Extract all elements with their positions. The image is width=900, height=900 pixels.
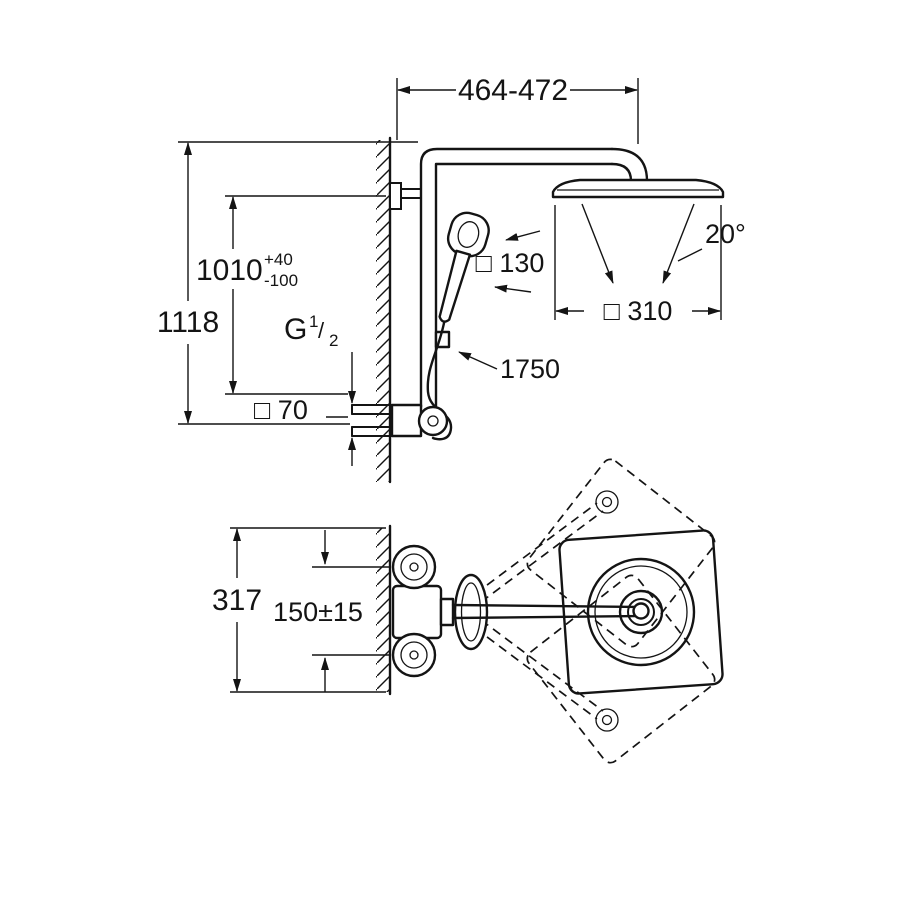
install-height-label: 1010 [196, 254, 263, 287]
angle-leader-line [677, 248, 703, 262]
swivel-angle-label: 20° [705, 219, 746, 249]
head-shower-side [551, 178, 725, 199]
wall-hatching [376, 140, 390, 482]
wall-hatching-plan [376, 528, 390, 692]
hose-length-label: 1750 [500, 354, 560, 384]
side-elevation-view: 464-472 1118 1010 +40 -100 G 1 / 2 [157, 74, 746, 484]
dim-escutcheon: □ 70 [254, 352, 356, 466]
swivel-joint-upper [595, 490, 619, 514]
dim-supply-distance: 150±15 [273, 530, 390, 692]
valve-handle-lower [391, 632, 437, 678]
head-shower-top [558, 529, 724, 695]
arm-escutcheon [453, 573, 489, 651]
rail-wall-bracket [389, 182, 422, 210]
supply-distance-label: 150±15 [273, 597, 363, 627]
tolerance-plus-label: +40 [264, 250, 293, 269]
hand-shower [438, 211, 490, 323]
shower-rail [419, 147, 649, 409]
head-shower-size-label: □ 310 [604, 296, 673, 326]
dim-total-height: 1118 [157, 141, 418, 425]
thermostat-valve [391, 544, 489, 678]
supply-elbow [390, 403, 423, 438]
wall-section-plan [376, 524, 392, 696]
thread-denominator-label: 2 [329, 331, 338, 350]
thread-g-label: G [284, 313, 307, 346]
swivel-range-dashed [474, 458, 716, 764]
thread-numerator-label: 1 [309, 312, 318, 331]
diverter-valve [417, 405, 449, 437]
wall-section-side [376, 136, 392, 484]
dim-head-shower: □ 310 [554, 205, 722, 326]
plan-view: 317 150±15 [212, 458, 724, 764]
width-range-label: 464-472 [458, 74, 568, 107]
supply-pipes [351, 404, 393, 437]
dim-install-height: 1010 +40 -100 [196, 195, 386, 395]
total-height-label: 1118 [157, 306, 219, 339]
dim-hose-length: 1750 [458, 351, 560, 384]
thread-label: G 1 / 2 [284, 312, 338, 350]
swivel-joint-lower [595, 708, 619, 732]
dim-width-range: 464-472 [396, 74, 639, 144]
escutcheon-size-label: □ 70 [254, 395, 308, 425]
valve-handle-upper [391, 544, 437, 590]
spray-angle-lines [581, 203, 703, 284]
depth-label: 317 [212, 584, 262, 617]
tolerance-minus-label: -100 [264, 271, 298, 290]
dim-hand-shower: □ 130 [476, 230, 545, 293]
shower-arm-top [451, 602, 650, 620]
dim-depth: 317 [212, 527, 386, 693]
thread-slash-label: / [318, 318, 325, 343]
arm-ball-joint [632, 602, 650, 620]
hand-shower-size-label: □ 130 [476, 248, 545, 278]
